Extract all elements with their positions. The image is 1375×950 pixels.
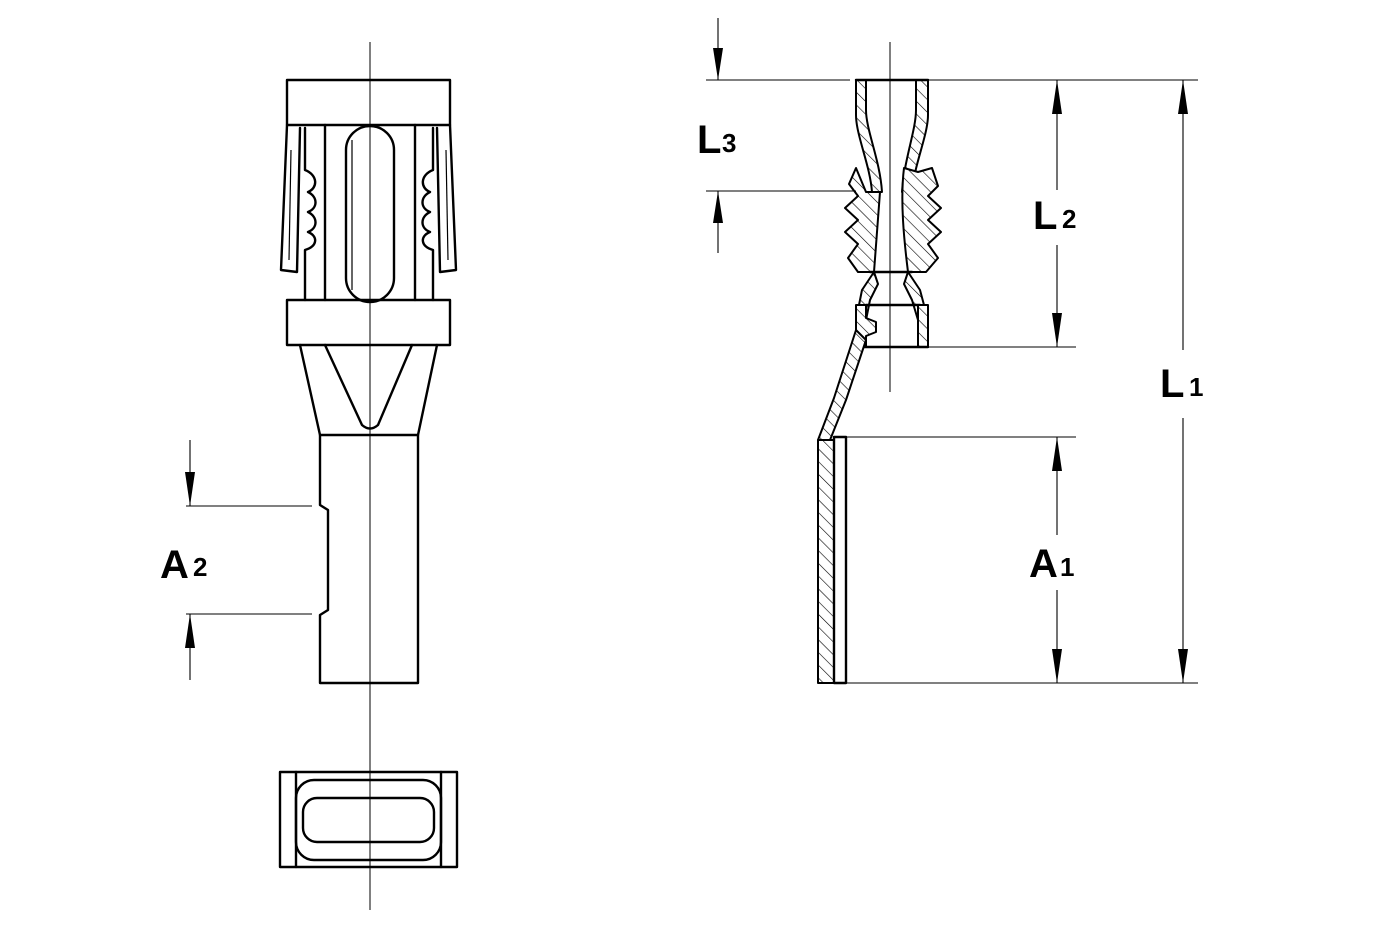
l2-arrow-bottom <box>1052 313 1062 347</box>
side-blade <box>817 439 835 684</box>
front-left-spring <box>303 126 317 302</box>
a2-label: A <box>160 543 189 587</box>
end-view-band <box>294 778 443 862</box>
side-sleeve-left <box>855 79 883 193</box>
side-view: L 3 L 2 L 1 <box>697 18 1203 685</box>
dimension-l1: L 1 <box>846 79 1203 684</box>
front-right-wing-detail <box>445 149 449 261</box>
l3-arrow-top <box>713 48 723 80</box>
front-transition <box>298 343 439 437</box>
a1-label: A <box>1029 542 1058 586</box>
dimension-a1: A 1 <box>846 436 1076 683</box>
l3-label: L <box>697 118 721 162</box>
a1-index: 1 <box>1060 552 1074 582</box>
dimension-l3: L 3 <box>697 18 856 253</box>
front-view: A 2 <box>160 42 459 910</box>
front-v-notch <box>323 343 414 430</box>
a2-arrow-bottom <box>185 614 195 648</box>
side-lower-sleeve-right <box>917 304 929 348</box>
end-view-outer <box>278 770 459 869</box>
l1-arrow-bottom <box>1178 649 1188 683</box>
front-window-slot <box>344 124 396 304</box>
front-bottom-band <box>285 298 452 347</box>
l1-label: L <box>1160 362 1184 406</box>
l3-arrow-bottom <box>713 191 723 223</box>
l3-index: 3 <box>722 128 736 158</box>
l1-arrow-top <box>1178 80 1188 114</box>
front-body <box>323 123 417 302</box>
side-bend <box>817 329 867 441</box>
front-blade <box>318 433 420 685</box>
side-blade-edge <box>832 435 848 685</box>
a2-arrow-top <box>185 472 195 506</box>
front-right-wing <box>435 123 458 274</box>
end-view-slot <box>301 796 436 844</box>
front-right-spring <box>421 126 435 302</box>
a1-arrow-top <box>1052 437 1062 471</box>
l2-index: 2 <box>1062 204 1076 234</box>
a1-arrow-bottom <box>1052 649 1062 683</box>
front-left-wing-detail <box>288 149 292 261</box>
dimension-l2: L 2 <box>928 79 1076 348</box>
side-spring-left <box>844 167 881 273</box>
l2-label: L <box>1033 194 1057 238</box>
a2-index: 2 <box>193 552 207 582</box>
front-top-band <box>285 78 452 127</box>
end-view <box>278 770 459 869</box>
l2-arrow-top <box>1052 80 1062 114</box>
l1-index: 1 <box>1189 372 1203 402</box>
dimension-a2: A 2 <box>160 440 312 680</box>
side-spring-right <box>901 167 942 273</box>
front-left-wing <box>279 123 302 274</box>
